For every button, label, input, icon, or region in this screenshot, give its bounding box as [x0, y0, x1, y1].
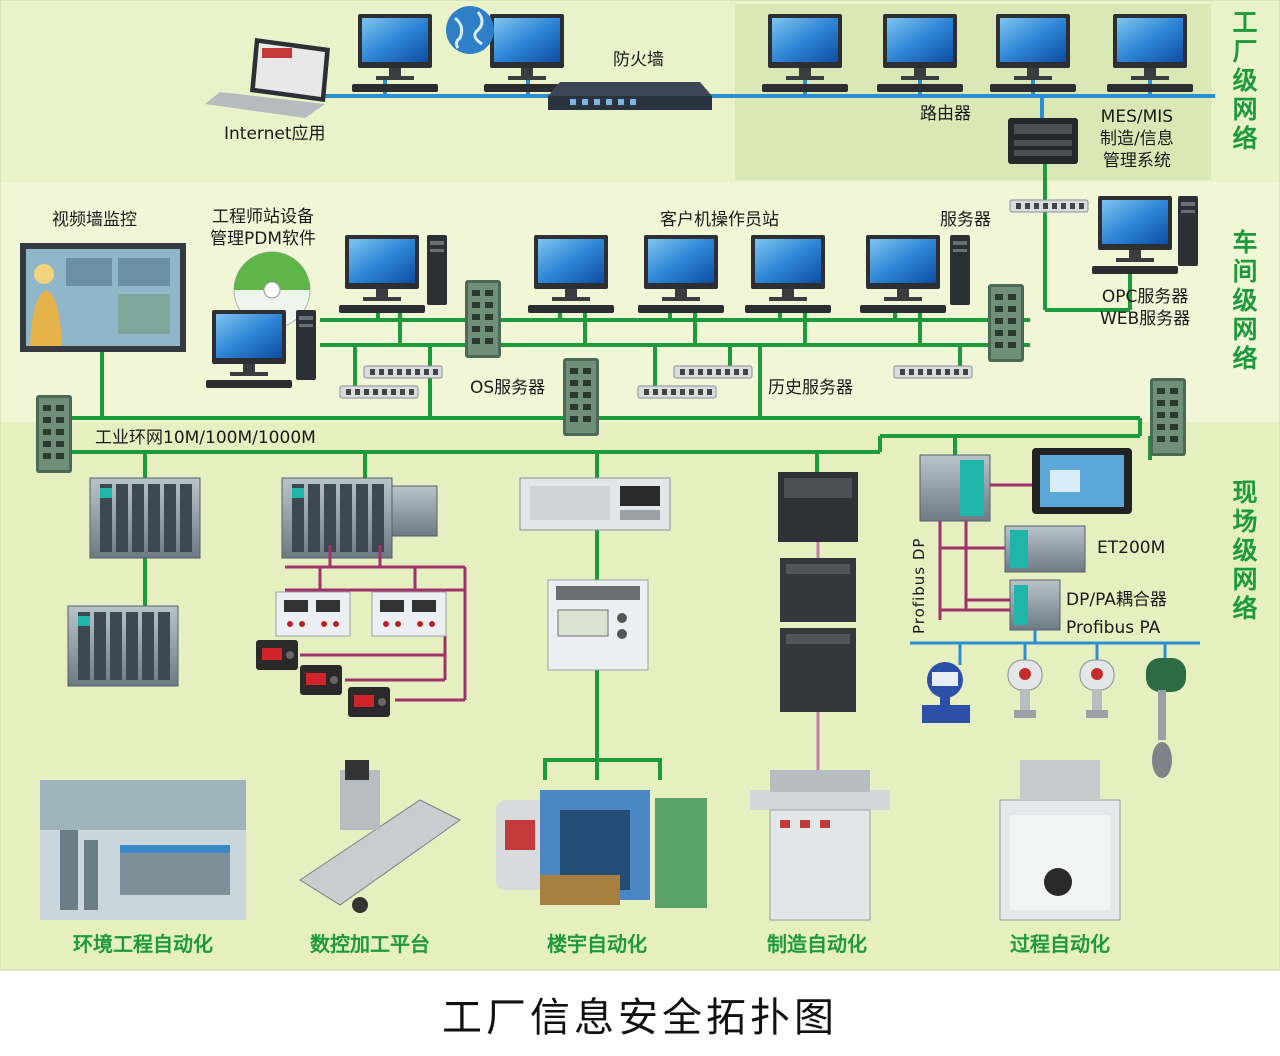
internet-label: Internet应用	[224, 124, 326, 144]
meter-cnc-2	[300, 665, 342, 695]
level-sensor	[1146, 658, 1186, 778]
switch-server	[988, 284, 1024, 362]
switch-os	[465, 280, 501, 358]
hub-hist-1	[673, 365, 753, 379]
building-frame	[543, 758, 662, 780]
area-process: 过程自动化	[1010, 932, 1110, 956]
globe-icon	[446, 6, 494, 54]
meter-cnc-3	[348, 687, 390, 717]
building-controller	[547, 579, 649, 671]
cnc-photo	[299, 760, 461, 913]
industrial-pc	[519, 477, 671, 531]
hub-hist-3	[893, 365, 973, 379]
laptop-device	[205, 38, 330, 118]
switch-right	[1150, 378, 1186, 456]
server-label: 服务器	[940, 210, 991, 230]
env-photo	[40, 780, 246, 920]
process-photo	[999, 760, 1121, 921]
mfg-photo	[750, 770, 890, 921]
firewall-label: 防火墙	[613, 50, 664, 70]
cd-disc	[233, 251, 311, 329]
plc-rack-cnc	[281, 477, 393, 559]
zone-field-label: 现场级网络	[1232, 478, 1258, 623]
plc-rack-env-2	[67, 605, 179, 687]
zone-factory-label: 工厂级网络	[1232, 8, 1258, 153]
area-building: 楼宇自动化	[547, 932, 647, 956]
client-tower-1	[427, 235, 447, 305]
zone-workshop-label: 车间级网络	[1232, 228, 1258, 373]
video-wall-screen	[20, 243, 186, 352]
plc-rack-cnc-ext	[391, 485, 438, 537]
hub-router	[1009, 199, 1089, 213]
meter-cnc-1	[256, 640, 298, 670]
area-cnc: 数控加工平台	[310, 932, 430, 956]
building-photo	[496, 790, 707, 908]
profibus-pa-label: Profibus PA	[1066, 618, 1161, 638]
profibus-dp-label: Profibus DP	[910, 537, 928, 634]
firewall-device	[548, 82, 712, 110]
engineer-tower	[296, 310, 316, 380]
history-label: 历史服务器	[768, 378, 853, 398]
mfg-plc-cpu	[778, 472, 858, 542]
flow-meter	[922, 662, 970, 723]
et200m-label: ET200M	[1097, 538, 1166, 558]
dp-plc	[919, 454, 991, 522]
video-wall-label: 视频墙监控	[52, 210, 137, 230]
dp-pa-coupler	[1009, 579, 1061, 631]
mfg-plc-io-1	[780, 558, 856, 622]
coupler-label: DP/PA耦合器	[1066, 590, 1167, 610]
mfg-plc-io-2	[780, 628, 856, 712]
et200m-device	[1004, 525, 1086, 573]
area-manufacturing: 制造自动化	[767, 932, 867, 956]
hmi-panel	[1032, 448, 1132, 514]
switch-left	[36, 395, 72, 473]
plc-rack-env-1	[89, 477, 201, 559]
engineer-label: 工程师站设备 管理PDM软件	[210, 207, 317, 249]
figure-caption: 工厂信息安全拓扑图	[442, 995, 838, 1041]
os-server-label: OS服务器	[470, 378, 546, 398]
area-environment: 环境工程自动化	[73, 932, 213, 956]
diagram-border	[0, 0, 1280, 971]
psu-cnc-2	[371, 591, 447, 637]
profibus-pa-wiring	[910, 630, 1200, 665]
switch-history	[563, 358, 599, 436]
cnc-io-wiring	[285, 545, 467, 702]
router-label: 路由器	[920, 104, 971, 124]
opc-label: OPC服务器 WEB服务器	[1100, 287, 1191, 329]
client-tower-5	[950, 235, 970, 305]
psu-cnc-1	[275, 591, 351, 637]
mes-label: MES/MIS 制造/信息 管理系统	[1100, 107, 1174, 171]
hub-os-2	[339, 385, 419, 399]
profibus-dp-wiring	[938, 483, 1032, 620]
opc-tower	[1178, 196, 1198, 266]
ring-label: 工业环网10M/100M/1000M	[95, 428, 316, 448]
router-device	[1008, 118, 1078, 164]
hub-os-1	[363, 365, 443, 379]
clients-label: 客户机操作员站	[660, 210, 779, 230]
hub-hist-2	[637, 385, 717, 399]
